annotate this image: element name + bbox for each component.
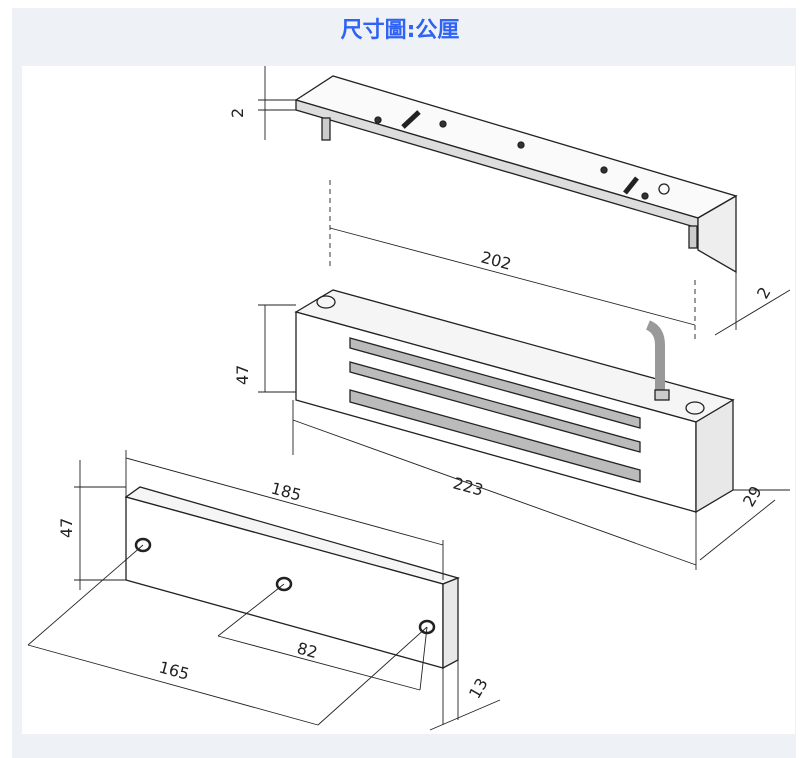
dim-plate-overall: 165 bbox=[157, 658, 191, 684]
dim-bracket-hole-spacing: 202 bbox=[479, 248, 513, 274]
mounting-bracket bbox=[294, 75, 738, 274]
dim-plate-height: 47 bbox=[57, 518, 76, 538]
armature-plate bbox=[124, 486, 461, 670]
dimension-lines bbox=[27, 66, 791, 731]
magnet-body bbox=[294, 289, 735, 514]
dim-plate-hole-spacing: 82 bbox=[295, 639, 320, 663]
dim-bracket-flange: 2 bbox=[753, 284, 775, 302]
dim-magnet-height: 47 bbox=[233, 365, 252, 385]
dim-magnet-length: 223 bbox=[451, 474, 485, 500]
dim-magnet-depth: 29 bbox=[739, 483, 766, 510]
dim-bracket-thickness: 2 bbox=[228, 108, 247, 118]
page-title: 尺寸圖:公厘 bbox=[340, 18, 460, 43]
dim-plate-length: 185 bbox=[269, 479, 303, 505]
dim-plate-thickness: 13 bbox=[465, 675, 492, 702]
